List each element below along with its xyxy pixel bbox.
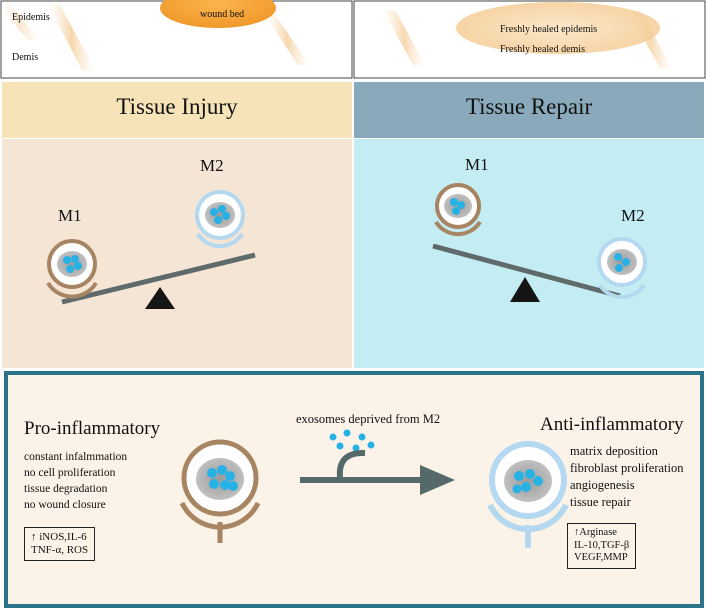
pro-inflammatory-m1-cell [179, 439, 261, 543]
dermis-label: Demis [12, 52, 39, 63]
anti-inflammatory-list: matrix deposition fibroblast proliferati… [570, 443, 684, 511]
healed-epidermis-label: Freshly healed epidemis [500, 24, 598, 35]
tissue-injury-header: Tissue Injury [2, 82, 352, 138]
tissue-repair-title: Tissue Repair [465, 94, 593, 119]
healed-dermis-label: Freshly healed demis [500, 44, 585, 55]
repair-m1-cell [434, 183, 482, 237]
wound-bed-label: wound bed [200, 9, 245, 20]
epidermis-label: Epidemis [12, 12, 50, 23]
anti-inflammatory-m2-cell [487, 441, 569, 548]
anti-item: matrix deposition [570, 444, 658, 458]
pro-item: tissue degradation [24, 483, 108, 495]
healed-tissue [456, 2, 660, 54]
repair-m2-cell [597, 237, 647, 300]
pro-item: constant infalmmation [24, 451, 128, 463]
anti-item: fibroblast proliferation [570, 461, 684, 475]
exosome-label: exosomes deprived from M2 [296, 412, 441, 426]
anti-markers-box: ↑Arginase IL-10,TGF-β VEGF,MMP [567, 523, 637, 569]
skin-layer-strip: Epidemis Demis wound bed Freshly healed … [0, 0, 706, 80]
repair-fulcrum [510, 277, 540, 302]
pro-markers-box: ↑ iNOS,IL-6 TNF-α, ROS [24, 527, 96, 561]
injury-m2-label: M2 [200, 156, 224, 175]
pro-marker-line: TNF-α, ROS [31, 544, 89, 556]
pro-item: no wound closure [24, 499, 106, 511]
exosome-arrow [300, 449, 455, 495]
repair-m1-label: M1 [465, 155, 489, 174]
dermal-ridges-left [0, 2, 310, 70]
injury-fulcrum [145, 287, 175, 309]
repair-m2-label: M2 [621, 206, 645, 225]
wound-bed [160, 0, 276, 28]
injury-m1-label: M1 [58, 206, 82, 225]
anti-marker-line: VEGF,MMP [574, 552, 628, 563]
tissue-repair-header: Tissue Repair [354, 82, 704, 138]
pro-inflammatory-list: constant infalmmation no cell proliferat… [24, 449, 127, 513]
repair-seesaw [432, 243, 621, 302]
anti-item: tissue repair [570, 495, 631, 509]
anti-marker-line: ↑Arginase [574, 527, 617, 538]
anti-inflammatory-title: Anti-inflammatory [540, 414, 684, 435]
anti-item: angiogenesis [570, 478, 635, 492]
pro-marker-line: ↑ iNOS,IL-6 [31, 531, 87, 543]
anti-marker-line: IL-10,TGF-β [574, 539, 630, 551]
skin-illustration [0, 0, 706, 79]
tissue-repair-body [354, 139, 704, 368]
tissue-injury-title: Tissue Injury [116, 94, 238, 119]
pro-inflammatory-title: Pro-inflammatory [24, 418, 161, 439]
injury-m2-cell [195, 190, 245, 249]
exosome-dots [329, 429, 375, 452]
injury-m1-cell [46, 239, 98, 299]
pro-item: no cell proliferation [24, 467, 116, 479]
injury-seesaw [61, 252, 256, 309]
